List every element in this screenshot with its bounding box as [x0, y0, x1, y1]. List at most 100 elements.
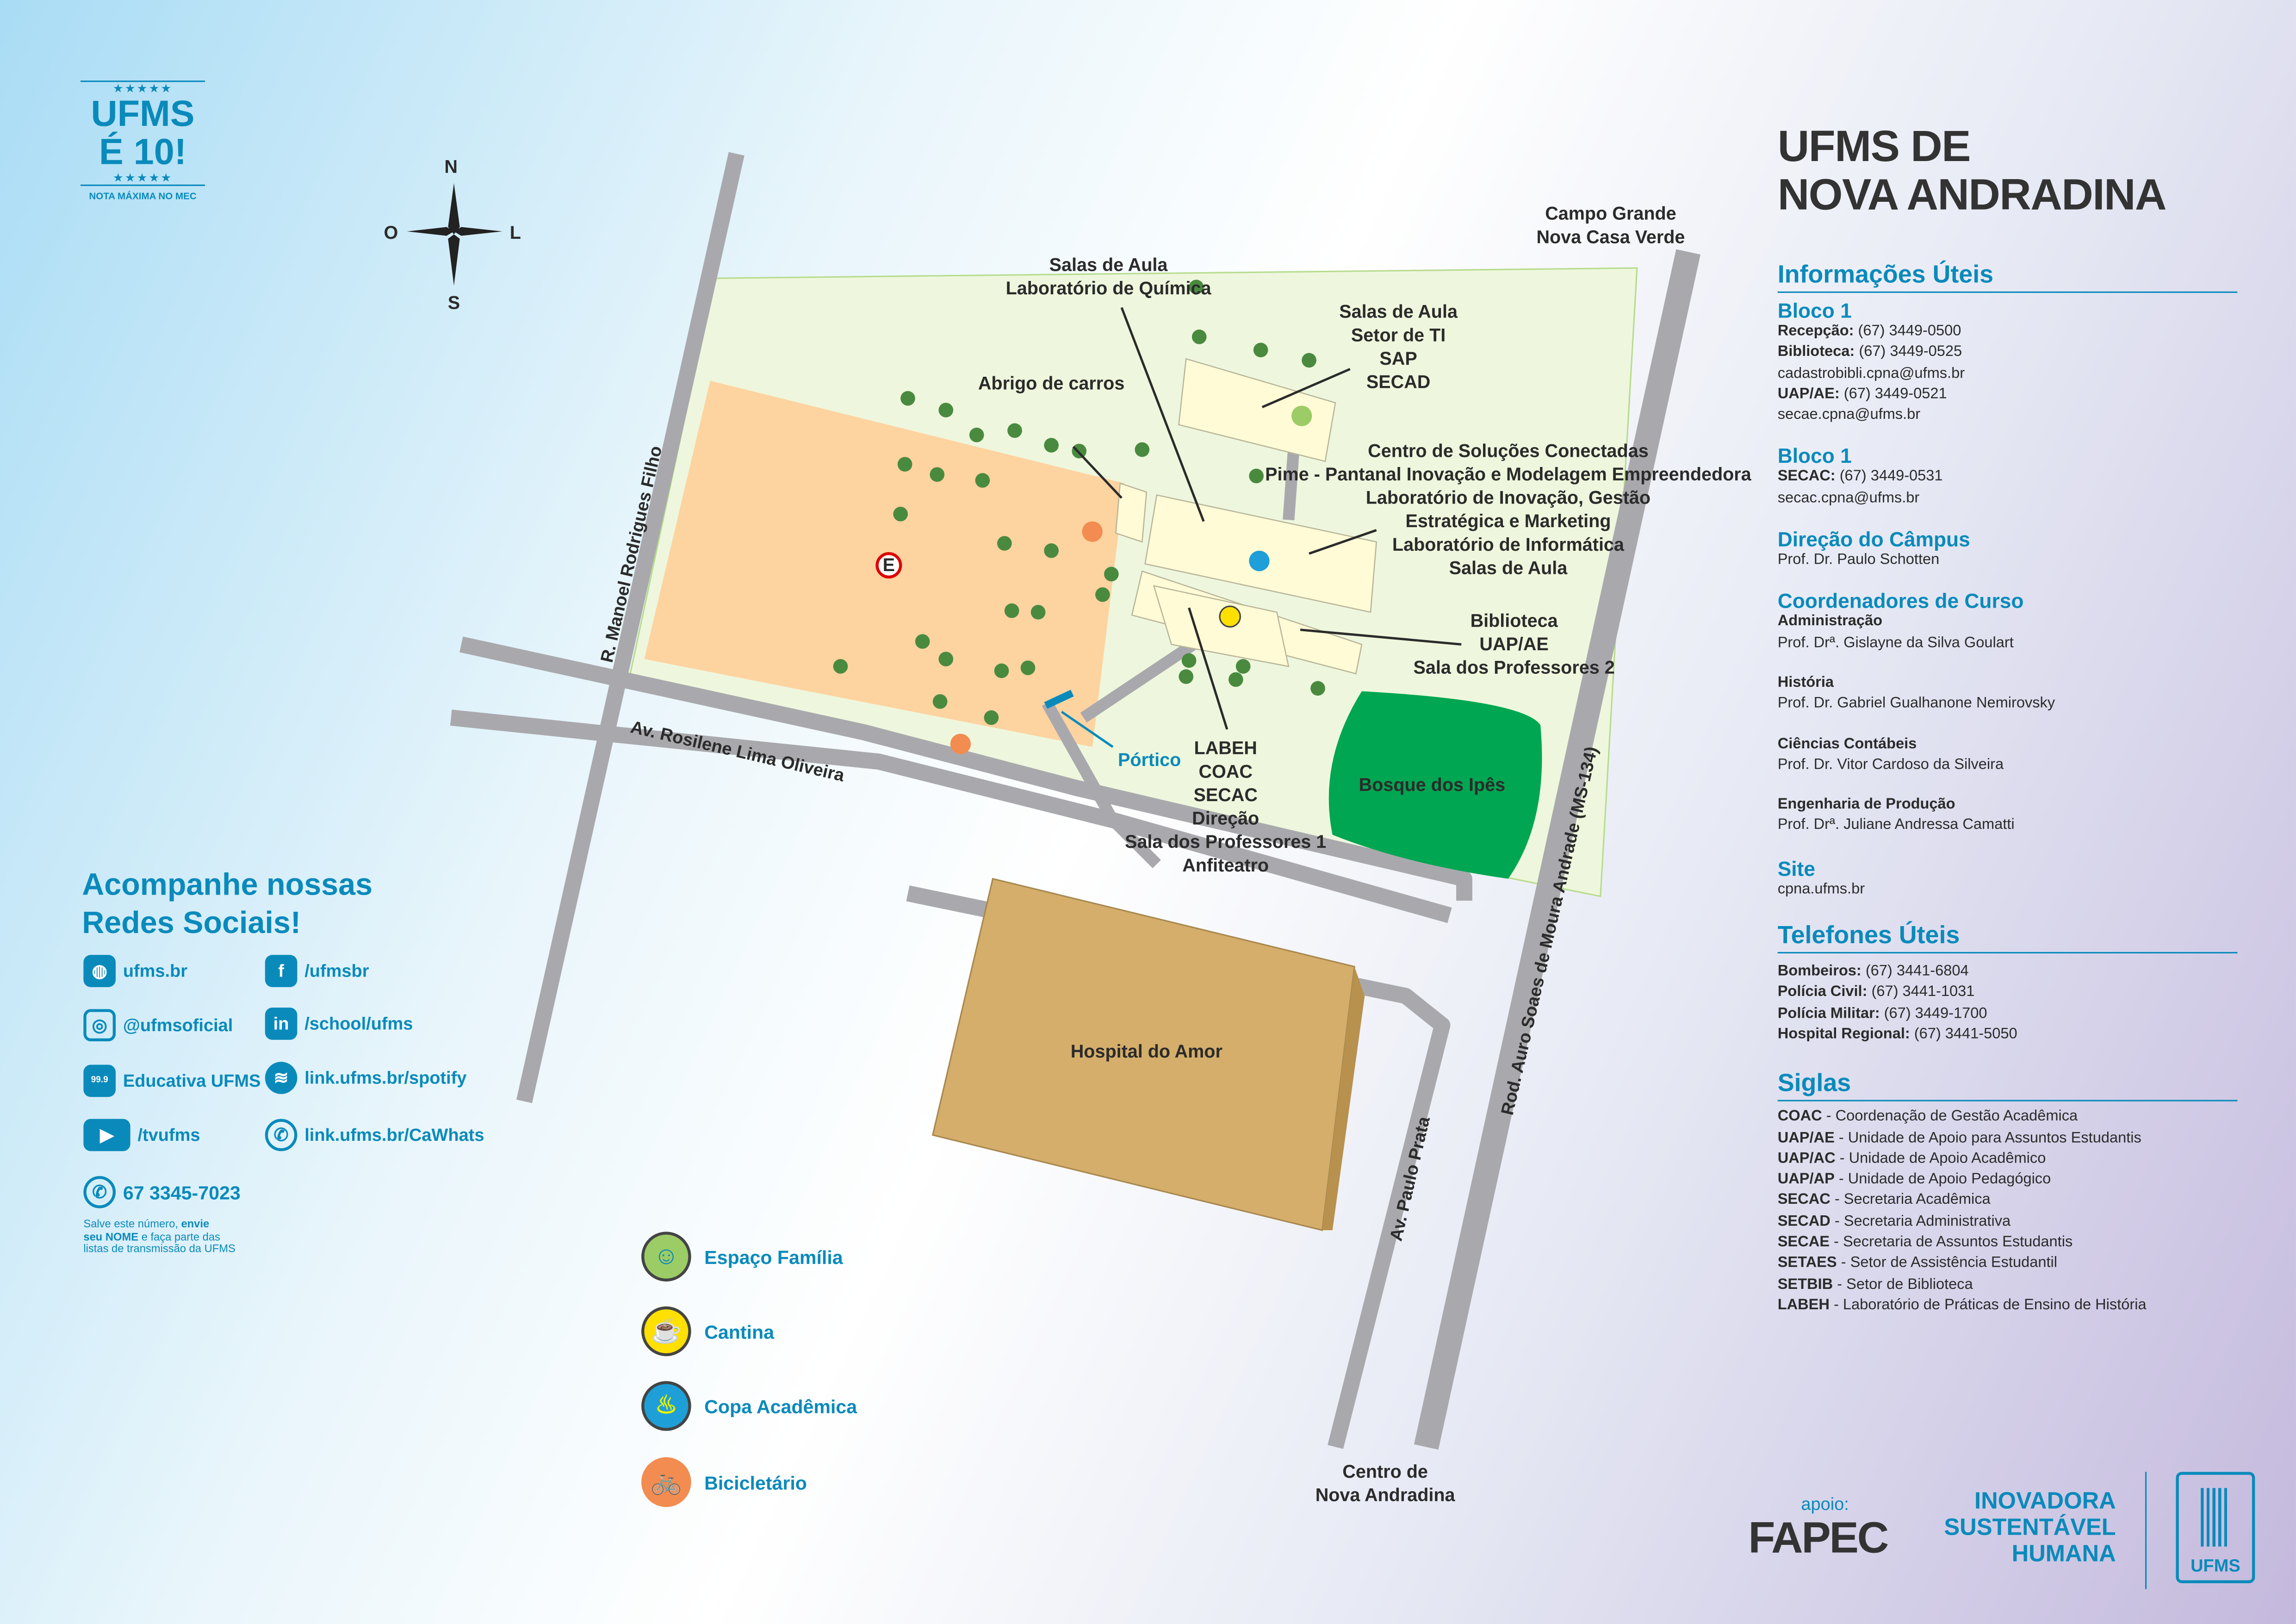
- social-spotify-link[interactable]: ≋link.ufms.br/spotify: [265, 1062, 466, 1094]
- svg-text:Sala dos Professores 2: Sala dos Professores 2: [1413, 658, 1614, 678]
- svg-text:LABEH: LABEH: [1194, 738, 1257, 759]
- svg-text:Centro de: Centro de: [1342, 1462, 1428, 1482]
- svg-text:Biblioteca: Biblioteca: [1471, 610, 1558, 631]
- sigla-row: SETBIB - Setor de Biblioteca: [1778, 1275, 2238, 1296]
- row-key: UAP/AC: [1777, 1151, 1836, 1167]
- legend-bicicletario: 🚲Bicicletário: [641, 1457, 807, 1507]
- linkedin-icon: in: [265, 1008, 298, 1040]
- sigla-row: LABEH - Laboratório de Práticas de Ensin…: [1778, 1296, 2238, 1317]
- svg-text:Laboratório de Inovação, Gestã: Laboratório de Inovação, Gestão: [1366, 488, 1651, 508]
- row-key: UAP/AE: [1777, 1130, 1835, 1146]
- label-portico: Pórtico: [1118, 750, 1181, 770]
- compass-l: L: [510, 223, 521, 243]
- fapec-logo: FAPEC: [1748, 1514, 1889, 1563]
- row-key: SECAD: [1777, 1213, 1831, 1230]
- info-row: Biblioteca: (67) 3449-0525: [1778, 343, 2238, 364]
- family-icon: ☺: [641, 1232, 691, 1282]
- svg-text:Sala dos Professores 1: Sala dos Professores 1: [1125, 832, 1326, 852]
- label-campo-grande: Campo Grande Nova Casa Verde: [1536, 204, 1685, 248]
- row-value: - Setor de Assistência Estudantil: [1837, 1255, 2058, 1272]
- sigla-row: SETAES - Setor de Assistência Estudantil: [1778, 1254, 2238, 1275]
- label-salas-ti: Salas de Aula Setor de TI SAP SECAD: [1339, 302, 1458, 392]
- social-whatsapp-link[interactable]: ✆link.ufms.br/CaWhats: [265, 1119, 484, 1151]
- road-rosilene-north: [459, 636, 1472, 901]
- row-value: - Laboratório de Práticas de Ensino de H…: [1829, 1297, 2147, 1314]
- sigla-row: UAP/AC - Unidade de Apoio Acadêmico: [1778, 1150, 2238, 1170]
- hospital-side: [1322, 966, 1365, 1231]
- svg-text:Salas de Aula: Salas de Aula: [1339, 302, 1458, 322]
- social-youtube-link[interactable]: ▶/tvufms: [83, 1119, 200, 1151]
- radio-icon: 99.9: [83, 1064, 116, 1097]
- info-row: secac.cpna@ufms.br: [1778, 489, 2238, 510]
- row-key: Polícia Militar:: [1777, 1005, 1880, 1022]
- instagram-icon: ◎: [83, 1009, 116, 1041]
- road-manoel: [516, 152, 745, 1103]
- coffee-cup-icon: [1219, 605, 1241, 628]
- svg-text:Campo Grande: Campo Grande: [1545, 204, 1676, 224]
- row-value: secae.cpna@ufms.br: [1777, 407, 1921, 424]
- label-abrigo: Abrigo de carros: [978, 373, 1124, 394]
- whatsapp-icon: ✆: [265, 1119, 298, 1151]
- whatsapp-icon: ✆: [83, 1176, 116, 1208]
- heading-bloco1-secac: Bloco 1: [1777, 444, 1852, 468]
- facebook-icon: f: [265, 955, 298, 987]
- site-link[interactable]: cpna.ufms.br: [1777, 881, 1865, 898]
- svg-text:Nova Andradina: Nova Andradina: [1316, 1485, 1456, 1506]
- sigla-row: UAP/AP - Unidade de Apoio Pedagógico: [1778, 1170, 2238, 1191]
- row-value: (67) 3449-0525: [1855, 344, 1962, 361]
- svg-text:SECAD: SECAD: [1366, 372, 1430, 392]
- row-key: SECAC:: [1777, 469, 1836, 485]
- spotify-icon: ≋: [265, 1062, 298, 1094]
- svg-text:Centro de Soluções Conectadas: Centro de Soluções Conectadas: [1368, 441, 1649, 461]
- row-value: - Secretaria Administrativa: [1830, 1213, 2011, 1230]
- row-value: (67) 3449-0500: [1854, 324, 1961, 340]
- compass-n: N: [444, 156, 458, 177]
- row-value: - Setor de Biblioteca: [1833, 1276, 1973, 1293]
- building-bloco-sul: [1153, 585, 1290, 667]
- row-key: Hospital Regional:: [1777, 1027, 1910, 1043]
- svg-text:Direção: Direção: [1192, 809, 1259, 829]
- ufms-e-10-logo: ★★★★★ UFMS É 10! ★★★★★ NOTA MÁXIMA NO ME…: [81, 81, 205, 202]
- social-linkedin-link[interactable]: in/school/ufms: [265, 1008, 413, 1040]
- social-instagram-link[interactable]: ◎@ufmsoficial: [83, 1009, 233, 1041]
- compass-s: S: [448, 293, 460, 313]
- info-row: SECAC: (67) 3449-0531: [1778, 468, 2238, 489]
- row-key: LABEH: [1777, 1297, 1830, 1314]
- row-value: secac.cpna@ufms.br: [1777, 490, 1920, 507]
- svg-text:Salas de Aula: Salas de Aula: [1049, 255, 1168, 275]
- family-icon: [1291, 405, 1312, 426]
- parking-sign: [875, 552, 902, 579]
- social-website-link[interactable]: ◍ufms.br: [83, 955, 187, 987]
- row-key: Biblioteca:: [1777, 344, 1855, 361]
- sigla-row: SECAC - Secretaria Acadêmica: [1778, 1191, 2238, 1212]
- heading-siglas: Siglas: [1777, 1070, 2238, 1102]
- row-value: cadastrobibli.cpna@ufms.br: [1777, 365, 1965, 382]
- label-bosque: Bosque dos Ipês: [1359, 775, 1505, 795]
- globe-icon: ◍: [83, 955, 116, 987]
- whatsapp-phone[interactable]: ✆67 3345-7023: [83, 1176, 241, 1208]
- row-value: - Unidade de Apoio Acadêmico: [1835, 1151, 2046, 1167]
- divider: [2145, 1472, 2147, 1589]
- bosque-dos-ipes: [1328, 691, 1542, 879]
- sigla-row: SECAE - Secretaria de Assuntos Estudanti…: [1778, 1233, 2238, 1254]
- road-auro: [1414, 249, 1700, 1450]
- compass-o: O: [384, 223, 398, 243]
- course-name: Administração: [1777, 614, 1883, 630]
- label-labeh: LABEH COAC SECAC Direção Sala dos Profes…: [1125, 738, 1326, 876]
- building-abrigo: [1115, 482, 1148, 543]
- legend-copa: ♨Copa Acadêmica: [641, 1381, 857, 1431]
- social-facebook-link[interactable]: f/ufmsbr: [265, 955, 369, 987]
- svg-text:SAP: SAP: [1379, 348, 1417, 369]
- heading-site: Site: [1777, 856, 1815, 880]
- label-biblioteca: Biblioteca UAP/AE Sala dos Professores 2: [1413, 610, 1614, 678]
- svg-text:UAP/AE: UAP/AE: [1479, 634, 1548, 654]
- svg-text:COAC: COAC: [1198, 761, 1252, 782]
- info-row: Recepção: (67) 3449-0500: [1778, 322, 2238, 343]
